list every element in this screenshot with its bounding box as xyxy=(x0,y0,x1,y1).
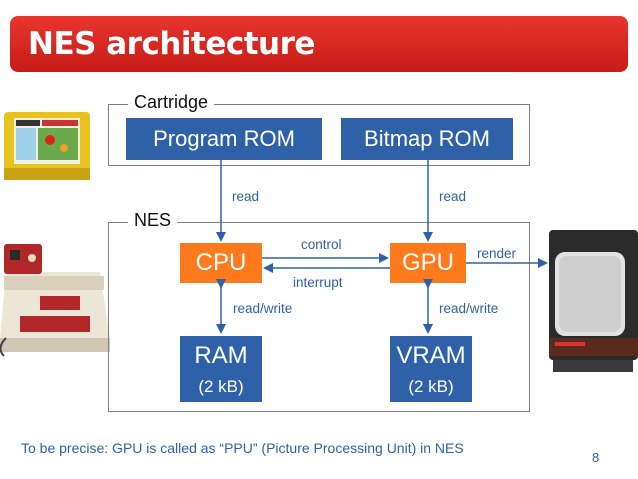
edge-label-program-rom-read: read xyxy=(232,189,260,204)
edge-label-interrupt: interrupt xyxy=(293,275,343,290)
nes-group xyxy=(108,222,530,412)
cartridge-group-label: Cartridge xyxy=(128,92,215,112)
nes-group-label: NES xyxy=(128,210,178,230)
ram-size-label: (2 kB) xyxy=(198,377,244,396)
slide-title: NES architecture xyxy=(28,26,315,62)
edge-label-control: control xyxy=(301,237,342,252)
cartridge-group xyxy=(108,104,530,166)
cpu-label: CPU xyxy=(195,249,247,276)
program-rom-label: Program ROM xyxy=(153,126,295,151)
bitmap-rom-label: Bitmap ROM xyxy=(364,126,490,151)
ram-block: RAM (2 kB) xyxy=(180,336,262,402)
page-number: 8 xyxy=(592,450,600,465)
edge-label-cpu-ram: read/write xyxy=(233,301,293,316)
ram-label: RAM xyxy=(194,342,248,369)
gpu-block: GPU xyxy=(390,243,466,283)
edge-label-render: render xyxy=(477,246,517,261)
edge-label-bitmap-rom-read: read xyxy=(439,189,467,204)
footer-note: To be precise: GPU is called as “PPU” (P… xyxy=(21,440,464,456)
bitmap-rom-block: Bitmap ROM xyxy=(341,118,513,160)
famicom-cartridge-image xyxy=(4,112,90,180)
gpu-label: GPU xyxy=(401,249,454,276)
vram-block: VRAM (2 kB) xyxy=(390,336,472,402)
vram-size-label: (2 kB) xyxy=(408,377,454,396)
famicom-console-image xyxy=(0,244,110,357)
vram-label: VRAM xyxy=(396,342,466,369)
program-rom-block: Program ROM xyxy=(126,118,322,160)
crt-television-image xyxy=(549,230,638,372)
title-bar: NES architecture xyxy=(10,16,628,72)
cpu-block: CPU xyxy=(180,243,262,283)
edge-label-gpu-vram: read/write xyxy=(439,301,499,316)
